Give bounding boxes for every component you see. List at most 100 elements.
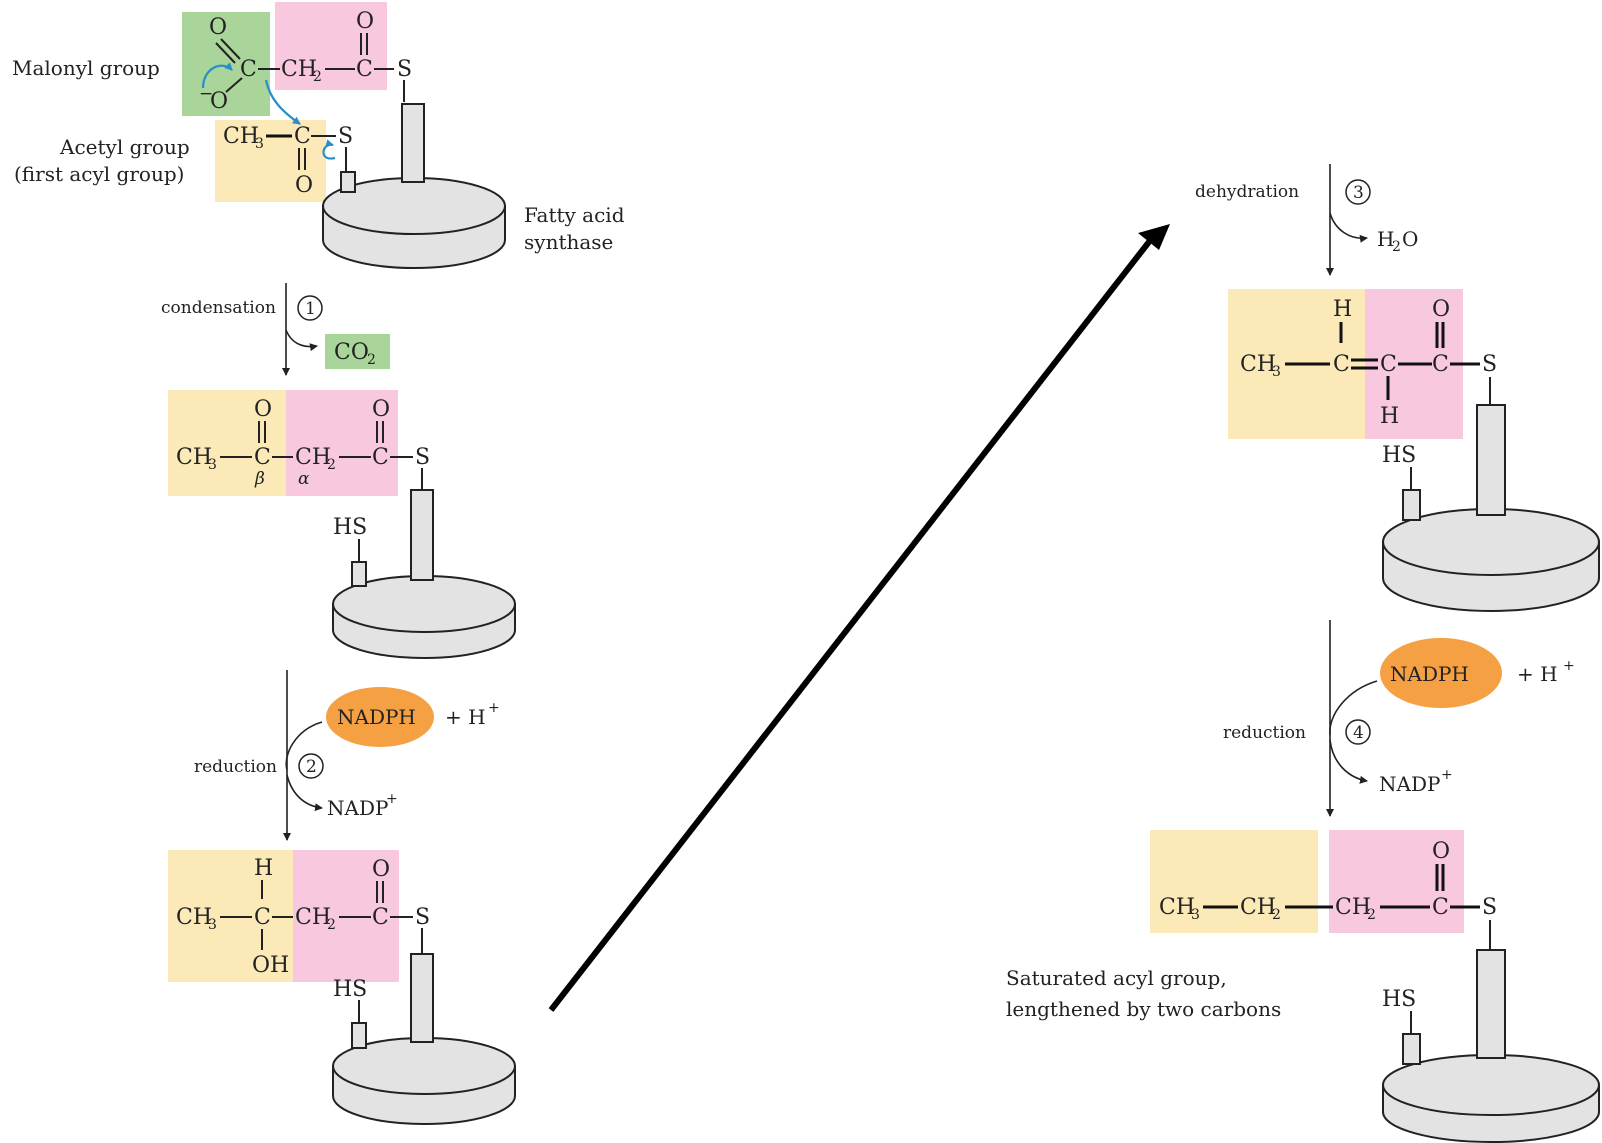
step-number-4: 4	[1353, 723, 1364, 743]
step-number-1: 1	[305, 299, 316, 319]
nadp-product-4: NADP	[1379, 772, 1440, 796]
step-1-condensation: condensation 1 CO 2	[161, 283, 390, 376]
hydroxyacyl-sulfur: S	[415, 905, 430, 930]
fatty-acid-synthase-enzyme	[1382, 404, 1600, 612]
hydroxy-h: H	[254, 856, 273, 881]
nadp-4-sup: +	[1441, 767, 1453, 783]
water-product-o: O	[1402, 227, 1418, 251]
fatty-acid-synthase-enzyme	[332, 953, 516, 1125]
ketoacyl-ch3: CH	[176, 445, 212, 470]
transition-arrowhead	[1138, 224, 1170, 250]
nadph-ellipse-4	[1380, 638, 1502, 708]
fatty-acid-label: Fatty acid	[524, 203, 625, 227]
butyryl-ch2-a: CH	[1240, 895, 1276, 920]
enoyl-ch3-sub: 3	[1272, 364, 1281, 380]
hydroxyacyl-ch3-sub: 3	[208, 917, 217, 933]
reduction-label-4: reduction	[1223, 723, 1306, 743]
panel-trans-enoyl: H CH 3 C C H O C S HS	[1228, 289, 1600, 612]
thioester-carbon: C	[372, 445, 389, 470]
nadph-label-4: NADPH	[1390, 662, 1469, 686]
enoyl-ch3: CH	[1240, 352, 1276, 377]
butyryl-ch2-b-sub: 2	[1367, 907, 1376, 923]
malonyl-carboxyl-carbon: C	[240, 57, 257, 82]
malonyl-carboxylate-oxygen: O	[210, 89, 228, 114]
first-acyl-group-label: (first acyl group)	[14, 162, 184, 186]
butyryl-ch3-sub: 3	[1191, 907, 1200, 923]
plus-h-4-sup: +	[1563, 658, 1575, 674]
malonyl-sulfur: S	[397, 57, 412, 82]
acetyl-carbon: C	[294, 124, 311, 149]
step-number-circle	[1345, 179, 1371, 205]
butyryl-sulfur: S	[1482, 895, 1497, 920]
fatty-acid-synthase-enzyme	[322, 103, 506, 269]
step-number-3: 3	[1353, 183, 1364, 203]
free-thiol-hs-4: HS	[1382, 987, 1416, 1012]
saturated-label-line1: Saturated acyl group,	[1006, 966, 1227, 990]
panel-start: Malonyl group Acetyl group (first acyl g…	[12, 2, 625, 269]
beta-carbon: C	[254, 445, 271, 470]
butyryl-ch2-b: CH	[1335, 895, 1371, 920]
saturated-label-line2: lengthened by two carbons	[1006, 997, 1281, 1021]
malonyl-thioester-oxygen: O	[356, 9, 374, 34]
malonyl-thioester-carbon: C	[356, 57, 373, 82]
butyryl-thioester-carbon: C	[1432, 895, 1449, 920]
enoyl-h-bottom: H	[1380, 404, 1399, 429]
nadp-product-2: NADP	[327, 796, 388, 820]
malonyl-ch2-sub: 2	[313, 69, 322, 85]
free-thiol-hs-3: HS	[1382, 443, 1416, 468]
malonyl-pink-box	[275, 2, 387, 90]
plus-h-2: + H	[445, 705, 486, 729]
ketoacyl-pink-box	[286, 390, 398, 496]
hydroxyacyl-thioester-carbon: C	[372, 905, 389, 930]
alpha-ch2: CH	[295, 445, 331, 470]
acetyl-ch3: CH	[223, 124, 259, 149]
hydroxyacyl-ch2: CH	[295, 905, 331, 930]
step-2-reduction: reduction 2 NADPH + H + NADP +	[194, 670, 500, 841]
enoyl-carbon-alpha: C	[1380, 352, 1397, 377]
thioester-oxygen: O	[372, 397, 390, 422]
step-number-circle	[1345, 719, 1371, 745]
co2-product: CO	[334, 340, 369, 365]
co2-sub: 2	[367, 352, 376, 368]
step-3-dehydration: dehydration 3 H 2 O	[1195, 164, 1418, 276]
fatty-acid-synthase-enzyme	[1382, 949, 1600, 1143]
hydroxyacyl-ch2-sub: 2	[327, 917, 336, 933]
thioester-cleavage-arrow	[322, 139, 336, 160]
hydroxyacyl-ch3: CH	[176, 905, 212, 930]
fatty-acid-synthase-enzyme	[332, 489, 516, 659]
ketoacyl-yellow-box	[168, 390, 286, 496]
condensation-label: condensation	[161, 298, 276, 318]
nadph-ellipse-2	[326, 687, 434, 747]
panel-saturated-acyl: CH 3 CH 2 CH 2 O C S Saturated acyl grou…	[1006, 830, 1600, 1143]
malonyl-group-label: Malonyl group	[12, 56, 160, 80]
ketone-oxygen: O	[254, 397, 272, 422]
butyryl-ch3: CH	[1159, 895, 1195, 920]
free-thiol-hs-2: HS	[333, 977, 367, 1002]
acetyl-sulfur: S	[338, 124, 353, 149]
step-number-circle	[298, 753, 324, 779]
nadph-label-2: NADPH	[337, 705, 416, 729]
acetyl-oxygen: O	[295, 173, 313, 198]
panel-beta-ketoacyl: O CH 3 C β CH 2 α O C S HS	[168, 390, 516, 659]
step-number-circle	[297, 295, 323, 321]
butyryl-thioester-oxygen: O	[1432, 839, 1450, 864]
free-thiol-hs: HS	[333, 515, 367, 540]
reduction-label-2: reduction	[194, 757, 277, 777]
enoyl-sulfur: S	[1482, 352, 1497, 377]
nucleophilic-attack-arrow	[264, 79, 301, 125]
hydroxy-oh: OH	[252, 953, 289, 978]
water-product: H	[1377, 227, 1394, 251]
hydroxyacyl-thioester-oxygen: O	[372, 857, 390, 882]
plus-h-2-sup: +	[488, 700, 500, 716]
dehydration-label: dehydration	[1195, 182, 1299, 202]
butyryl-yellow-box	[1150, 830, 1318, 933]
step-4-reduction: reduction 4 NADPH + H + NADP +	[1223, 620, 1575, 817]
acetyl-group-label: Acetyl group	[59, 135, 190, 159]
water-sub: 2	[1392, 239, 1401, 255]
malonyl-carbonyl-oxygen: O	[209, 15, 227, 40]
co2-green-box	[325, 334, 390, 369]
butyryl-ch2-a-sub: 2	[1272, 907, 1281, 923]
beta-label: β	[254, 469, 265, 489]
acetyl-yellow-box	[215, 120, 326, 202]
